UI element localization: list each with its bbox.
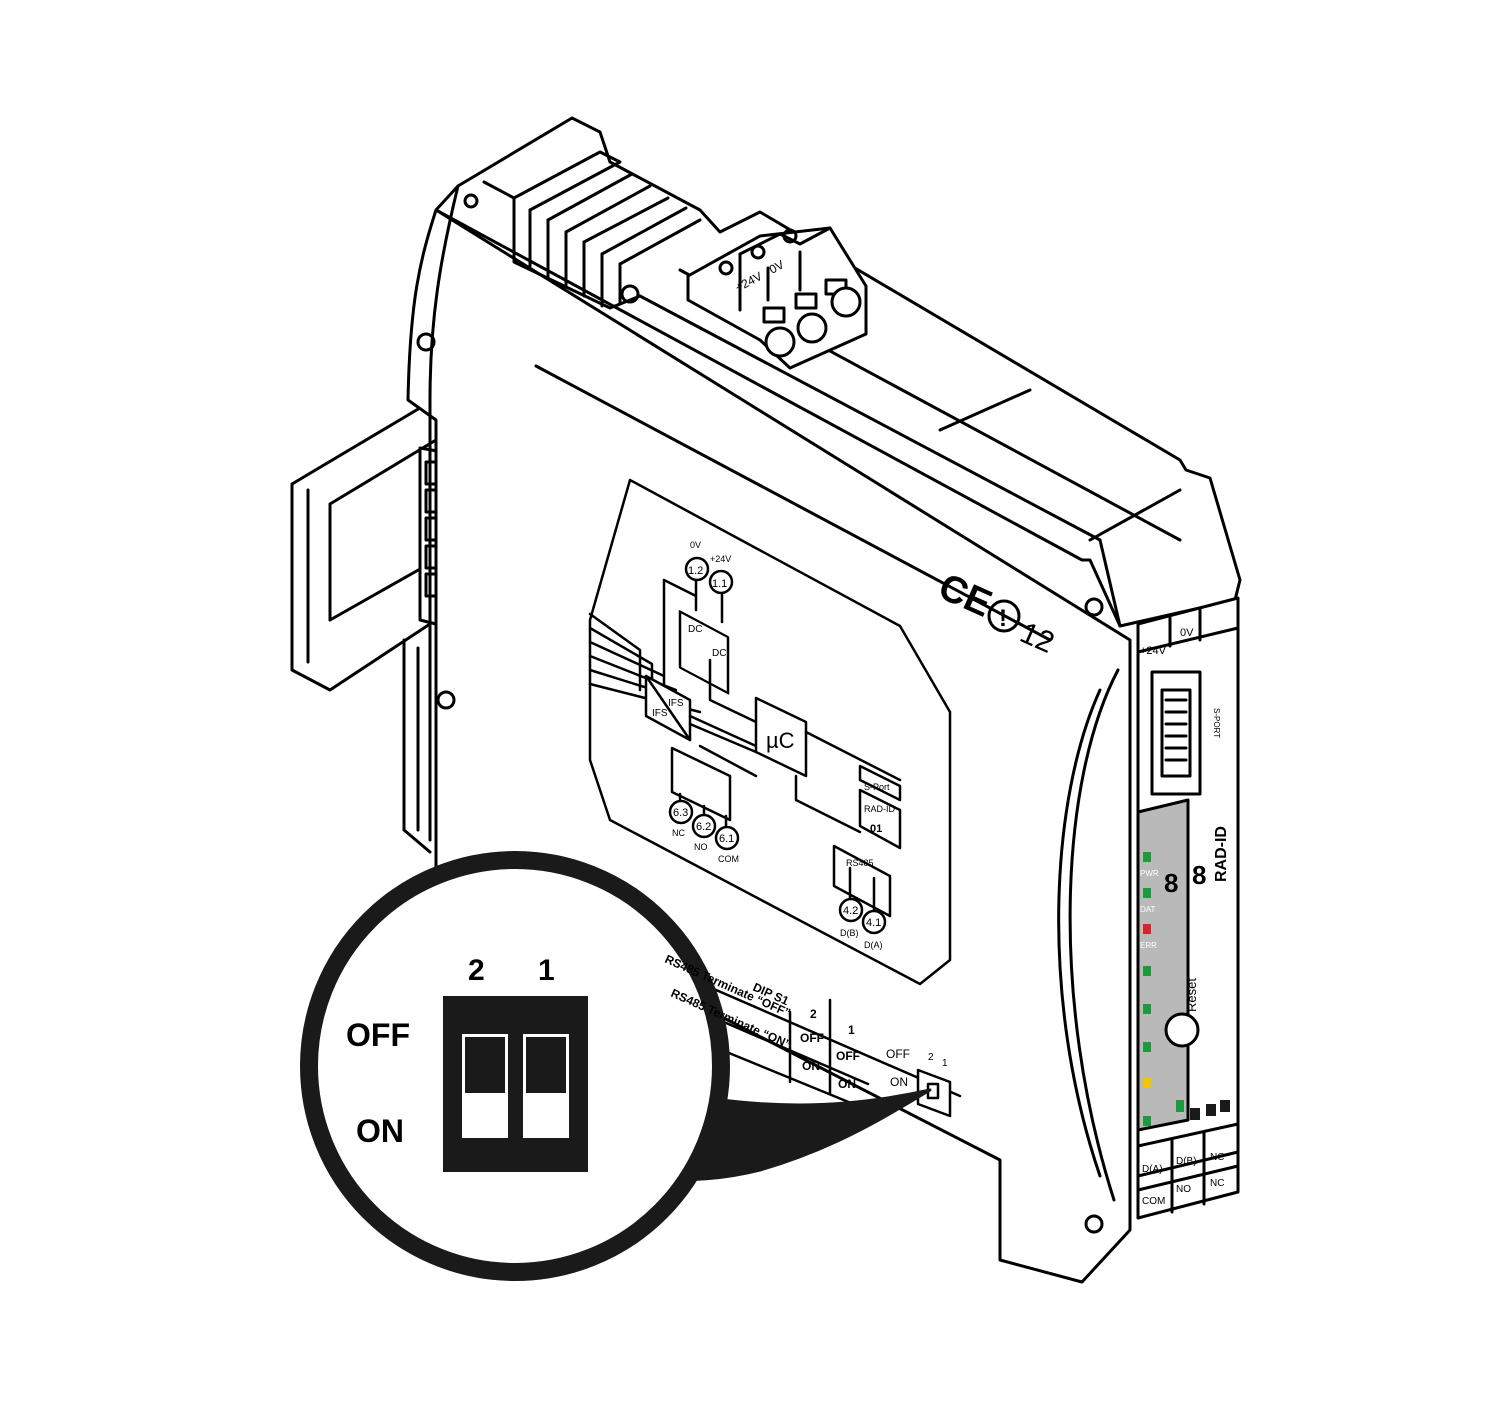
fp-bottom-nc1: NC [1210, 1152, 1224, 1163]
block-diagram-labels: 0V +24V 1.2 1.1 DC DC IFS IFS µC S-Port … [652, 540, 895, 950]
fp-bottom-no: NO [1176, 1184, 1191, 1195]
led-db [1176, 1100, 1184, 1112]
bd-relay-no: NO [694, 842, 708, 852]
bd-dc-in: DC [688, 624, 702, 635]
fp-digit1: 8 [1164, 868, 1178, 898]
bd-terminal-6-1: 6.1 [719, 833, 734, 845]
fp-led-pwr: PWR [1140, 869, 1159, 878]
zoom-col2: 2 [468, 954, 485, 987]
zoom-off: OFF [346, 1017, 410, 1053]
bd-rs485-label: RS485 [846, 858, 874, 868]
led-4 [1143, 966, 1151, 976]
led-5 [1143, 1004, 1151, 1014]
bd-terminal-1-1: 1.1 [712, 578, 727, 590]
fp-top-0v: 0V [1180, 627, 1194, 639]
front-panel-labels: +24V 0V S-PORT PWR DAT ERR TX RAD-ID 8 8… [1140, 627, 1230, 1207]
dip-small-n2: 2 [928, 1052, 934, 1063]
fp-reset-label: Reset [1184, 978, 1199, 1012]
dip-small-off: OFF [886, 1047, 910, 1061]
zoom-dip-switch [443, 996, 588, 1172]
bd-bus-da: D(A) [864, 940, 883, 950]
bd-terminal-4-1: 4.1 [866, 917, 881, 929]
bd-terminal-6-2: 6.2 [696, 821, 711, 833]
alert-icon-mark: ! [999, 605, 1007, 632]
bd-radid-value: 01 [870, 823, 882, 835]
fp-top-plus24: +24V [1140, 645, 1167, 657]
fp-digit2: 8 [1192, 860, 1206, 890]
alert-icon [987, 599, 1021, 633]
bd-relay-com: COM [718, 854, 739, 864]
led-6 [1143, 1042, 1151, 1052]
block-diagram [588, 478, 952, 986]
dip-table-off2: OFF [800, 1031, 824, 1045]
dip-table-on2: ON [802, 1059, 820, 1073]
led-7 [1143, 1078, 1151, 1088]
bd-label-0v: 0V [690, 540, 701, 550]
fp-led-dat: DAT [1140, 905, 1156, 914]
bd-sport-label: S-Port [864, 782, 890, 792]
fp-led-err: ERR [1140, 941, 1157, 950]
bd-label-plus24: +24V [710, 554, 731, 564]
dip-table-on1: ON [838, 1077, 856, 1091]
fp-bottom-da: D(A) [1142, 1164, 1163, 1175]
led-tx [1143, 1116, 1151, 1126]
bd-radid-label: RAD-ID [864, 804, 895, 814]
bd-bus-db: D(B) [840, 928, 859, 938]
fp-bottom-db: D(B) [1176, 1156, 1197, 1167]
fp-sport-label: S-PORT [1212, 708, 1221, 738]
bd-ifs-a: IFS [668, 698, 684, 709]
led-pwr [1143, 852, 1151, 862]
fp-rad-id: RAD-ID [1213, 826, 1230, 882]
fp-bottom-nc2: NC [1210, 1178, 1224, 1189]
dip-table-off1: OFF [836, 1049, 860, 1063]
bd-terminal-6-3: 6.3 [673, 807, 688, 819]
bd-dc-out: DC [712, 648, 726, 659]
leds [1143, 852, 1230, 1126]
fp-bottom-com: COM [1142, 1196, 1165, 1207]
bd-terminal-4-2: 4.2 [843, 905, 858, 917]
dip-small-labels: OFF ON 2 1 [886, 1047, 948, 1089]
dip-table-col2: 2 [810, 1007, 817, 1021]
fp-led-tx: TX [1148, 1131, 1159, 1140]
bd-terminal-1-2: 1.2 [688, 565, 703, 577]
power-terminal-block [686, 226, 868, 370]
bd-relay-nc: NC [672, 828, 685, 838]
led-dat [1143, 888, 1151, 898]
callout-pointer [658, 1088, 932, 1182]
zoom-on: ON [356, 1113, 404, 1149]
dip-small-on: ON [890, 1075, 908, 1089]
zoom-labels: 2 1 OFF ON [346, 954, 555, 1149]
dip-table-col1: 1 [848, 1023, 855, 1037]
zoom-col1: 1 [538, 954, 555, 987]
bd-ifs-b: IFS [652, 708, 668, 719]
dip-small-n1: 1 [942, 1058, 948, 1069]
bd-mcu-label: µC [766, 728, 795, 753]
dip-table-lines [666, 968, 962, 1118]
led-err [1143, 924, 1151, 934]
terminal-label-0v: 0V [767, 257, 787, 276]
